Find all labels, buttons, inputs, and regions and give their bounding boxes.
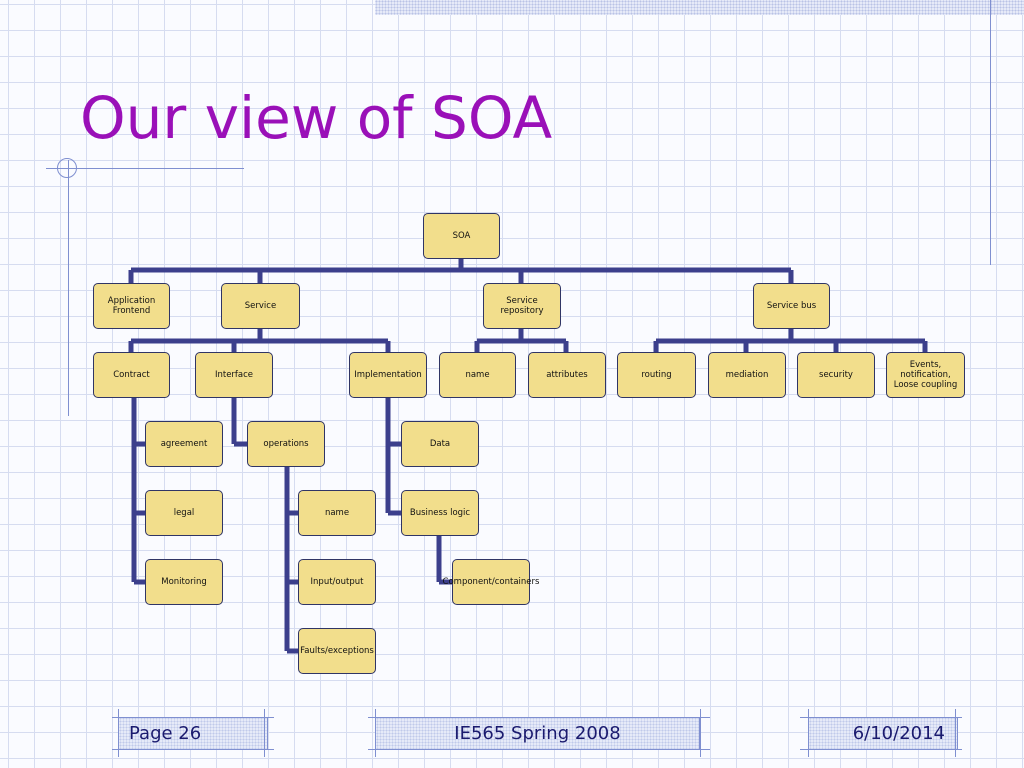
node-service-bus[interactable]: Service bus (753, 283, 830, 329)
footer-date-box: 6/10/2014 (808, 717, 958, 749)
node-routing[interactable]: routing (617, 352, 696, 398)
footer-page-number: Page 26 (129, 722, 202, 744)
footer-page-box: Page 26 (118, 717, 268, 749)
footer-tick (118, 709, 119, 757)
footer-tick (800, 749, 962, 750)
footer-tick (112, 749, 274, 750)
footer-tick (112, 717, 274, 718)
node-service-repository[interactable]: Service repository (483, 283, 561, 329)
crosshair-decor (57, 158, 77, 178)
node-application-frontend[interactable]: Application Frontend (93, 283, 170, 329)
node-security[interactable]: security (797, 352, 875, 398)
slide-title: Our view of SOA (80, 84, 553, 152)
footer-tick (955, 709, 956, 757)
node-input-output[interactable]: Input/output (298, 559, 376, 605)
node-operations[interactable]: operations (247, 421, 325, 467)
footer-tick (375, 709, 376, 757)
node-legal[interactable]: legal (145, 490, 223, 536)
node-agreement[interactable]: agreement (145, 421, 223, 467)
node-contract[interactable]: Contract (93, 352, 170, 398)
node-events[interactable]: Events, notification, Loose coupling (886, 352, 965, 398)
footer-tick (808, 709, 809, 757)
node-interface[interactable]: Interface (195, 352, 273, 398)
node-service[interactable]: Service (221, 283, 300, 329)
footer-course-box: IE565 Spring 2008 (375, 717, 700, 749)
node-component-containers[interactable]: Component/containers (443, 559, 539, 605)
node-data[interactable]: Data (401, 421, 479, 467)
node-repository-name[interactable]: name (439, 352, 516, 398)
title-underline (46, 168, 244, 169)
footer-tick (264, 709, 265, 757)
node-business-logic[interactable]: Business logic (401, 490, 479, 536)
right-decor-rule (990, 0, 991, 265)
footer-tick (800, 717, 962, 718)
node-soa[interactable]: SOA (423, 213, 500, 259)
node-mediation[interactable]: mediation (708, 352, 786, 398)
node-operation-name[interactable]: name (298, 490, 376, 536)
footer-course: IE565 Spring 2008 (454, 722, 621, 744)
footer-tick (368, 717, 710, 718)
left-decor-rule (68, 160, 69, 416)
footer-tick (368, 749, 710, 750)
top-decor-band (375, 0, 1024, 15)
node-repository-attributes[interactable]: attributes (528, 352, 606, 398)
footer-tick (700, 709, 701, 757)
node-monitoring[interactable]: Monitoring (145, 559, 223, 605)
node-faults-exceptions[interactable]: Faults/exceptions (298, 628, 376, 674)
footer-date: 6/10/2014 (852, 722, 945, 744)
node-implementation[interactable]: Implementation (349, 352, 427, 398)
